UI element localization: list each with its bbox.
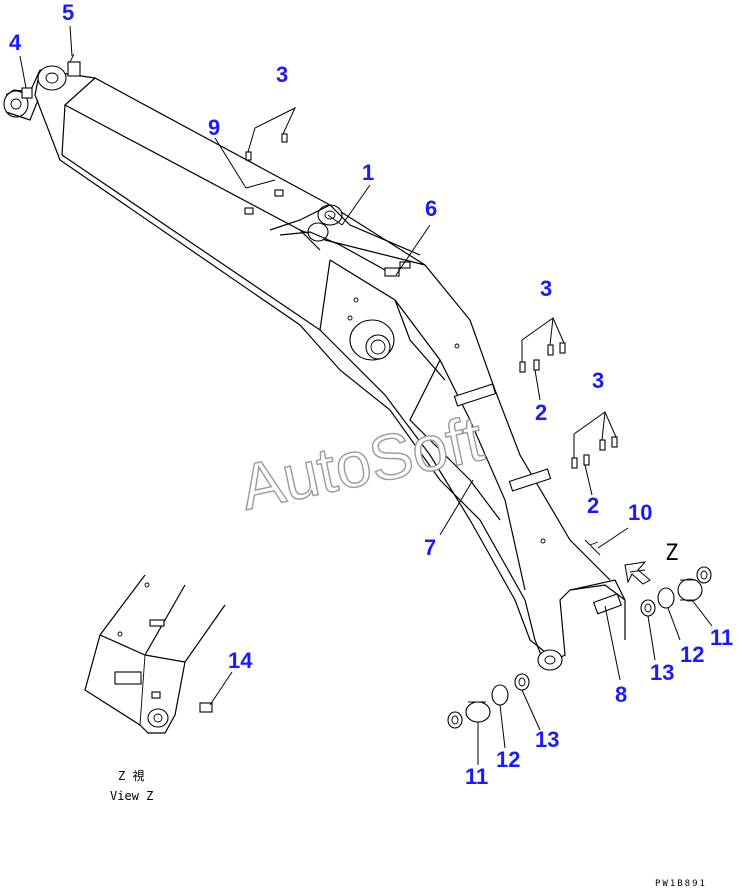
drawing-code: PW1B891 <box>655 879 707 889</box>
callout-3a: 3 <box>276 62 288 87</box>
pin-set-mid <box>519 317 566 373</box>
view-z-arrow <box>624 561 651 585</box>
callout-12a: 12 <box>680 642 704 667</box>
view-z-marker: Z <box>665 541 678 566</box>
callout-3c: 3 <box>592 368 604 393</box>
callout-12b: 12 <box>496 747 520 772</box>
callout-13a: 13 <box>650 660 674 685</box>
bushing-set-right <box>640 566 712 617</box>
callout-11a: 11 <box>710 625 733 650</box>
callout-11b: 11 <box>465 764 488 789</box>
view-z-caption-jp: Z 視 <box>118 768 144 783</box>
bushing-set-left <box>447 673 530 729</box>
callout-4: 4 <box>9 30 22 55</box>
watermark-text: AutoSoft <box>234 402 489 524</box>
callout-labels: 1 2 2 3 3 3 4 5 6 7 8 9 10 11 11 12 12 1… <box>9 0 733 789</box>
callout-10: 10 <box>628 500 652 525</box>
callout-2a: 2 <box>535 400 547 425</box>
view-z-caption-en: View Z <box>110 789 153 803</box>
pin-set-upper <box>245 106 297 161</box>
callout-3b: 3 <box>540 276 552 301</box>
callout-5: 5 <box>62 0 74 25</box>
callout-2b: 2 <box>587 493 599 518</box>
callout-9: 9 <box>208 115 220 140</box>
callout-6: 6 <box>425 196 437 221</box>
boom-body <box>3 53 626 671</box>
leader-lines <box>19 25 713 765</box>
callout-14: 14 <box>228 648 253 673</box>
view-z-inset <box>84 574 226 734</box>
callout-7: 7 <box>424 535 436 560</box>
callout-13b: 13 <box>535 727 559 752</box>
callout-8: 8 <box>615 682 627 707</box>
pin-set-lower <box>571 411 618 469</box>
callout-1: 1 <box>362 160 374 185</box>
